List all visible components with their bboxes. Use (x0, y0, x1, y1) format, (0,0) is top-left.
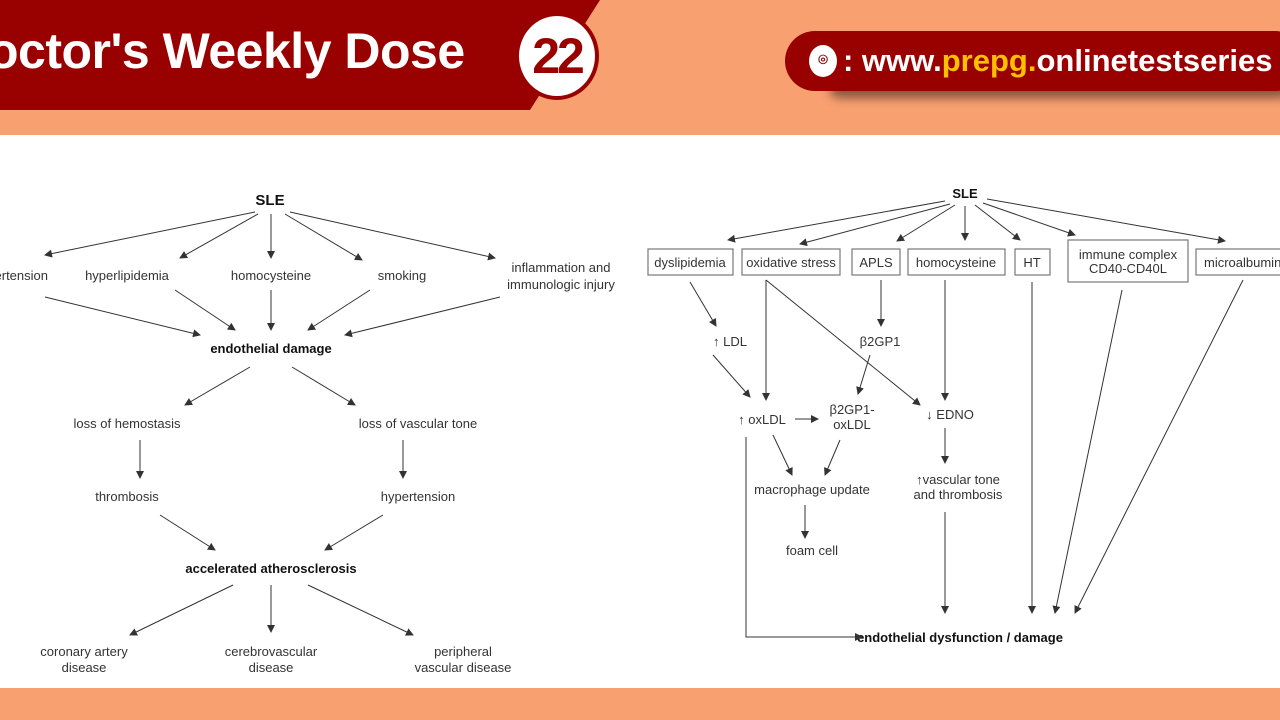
node-b2gp1: β2GP1 (860, 334, 901, 349)
box-apls (851, 248, 901, 276)
box-immune-complex (1067, 239, 1189, 283)
node-b2gp1-oxldl: β2GP1- (829, 402, 874, 417)
node-loss-hemostasis: loss of hemostasis (74, 416, 181, 431)
box-microalbuminuria (1195, 248, 1280, 276)
node-endothelial-dysfunction: endothelial dysfunction / damage (857, 630, 1063, 645)
node-inflammation: inflammation and (512, 260, 611, 275)
url-suffix: onlinetestseries (1036, 43, 1273, 78)
right-diagram: SLE dyslipidemia oxidative stress APLS h… (647, 186, 1280, 645)
node-smoking: smoking (378, 268, 426, 283)
label-homocysteine: homocysteine (916, 255, 996, 270)
page-title: octor's Weekly Dose (0, 23, 465, 79)
right-arrows (689, 198, 1244, 641)
node-hyperlipidemia: hyperlipidemia (85, 268, 170, 283)
node-b2gp1-oxldl-line2: oxLDL (833, 417, 871, 432)
box-homocysteine (907, 248, 1006, 276)
node-hypertension-result: hypertension (381, 489, 455, 504)
node-peripheral: peripheral (434, 644, 492, 659)
node-sle-right: SLE (952, 186, 978, 201)
footer-strip (0, 688, 1280, 720)
content-area (0, 135, 1280, 688)
node-sle: SLE (255, 192, 284, 209)
node-cerebrovascular: cerebrovascular (225, 644, 318, 659)
mouse-icon: ⌾ (809, 45, 837, 77)
issue-badge: 22 (515, 12, 599, 100)
node-thrombosis: thrombosis (95, 489, 159, 504)
node-homocysteine: homocysteine (231, 268, 311, 283)
label-ht: HT (1023, 255, 1040, 270)
url-prefix: : www. (843, 43, 942, 78)
node-macrophage: macrophage update (754, 482, 870, 497)
label-microalbuminuria: microalbuminuria (1204, 255, 1280, 270)
node-atherosclerosis: accelerated atherosclerosis (185, 561, 356, 576)
node-vascular-tone: ↑vascular tone (916, 472, 1000, 487)
node-edno: ↓ EDNO (926, 407, 974, 422)
website-url[interactable]: : www.prepg.onlinetestseries (843, 43, 1273, 79)
box-oxidative-stress (741, 248, 841, 276)
node-hypertension: hypertension (0, 268, 48, 283)
node-oxldl: ↑ oxLDL (738, 412, 786, 427)
node-endothelial-damage: endothelial damage (210, 341, 331, 356)
left-arrows (44, 211, 501, 636)
box-ht (1014, 248, 1051, 276)
label-dyslipidemia: dyslipidemia (654, 255, 726, 270)
label-immune-complex: immune complex (1079, 247, 1178, 262)
node-foam-cell: foam cell (786, 543, 838, 558)
title-banner (0, 0, 600, 110)
node-vascular-tone-line2: and thrombosis (914, 487, 1003, 502)
node-coronary-line2: disease (62, 660, 107, 675)
label-apls: APLS (859, 255, 893, 270)
label-oxidative-stress: oxidative stress (746, 255, 836, 270)
website-pill[interactable]: ⌾ : www.prepg.onlinetestseries (785, 31, 1280, 91)
node-inflammation-line2: immunologic injury (507, 277, 615, 292)
node-peripheral-line2: vascular disease (415, 660, 512, 675)
label-cd40: CD40-CD40L (1089, 261, 1167, 276)
node-cerebrovascular-line2: disease (249, 660, 294, 675)
node-loss-vascular-tone: loss of vascular tone (359, 416, 478, 431)
box-dyslipidemia (647, 248, 734, 276)
node-ldl: ↑ LDL (713, 334, 747, 349)
node-coronary: coronary artery (40, 644, 128, 659)
header-banner: octor's Weekly Dose 22 ⌾ : www.prepg.onl… (0, 0, 1280, 135)
url-highlight: prepg. (941, 43, 1037, 78)
left-diagram: SLE hypertension hyperlipidemia homocyst… (0, 192, 615, 675)
